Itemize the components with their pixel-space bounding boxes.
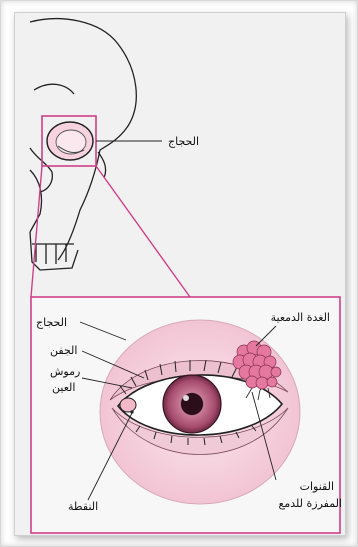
skull-orbit-inner	[56, 130, 86, 154]
label-eyelid: الجفن	[50, 344, 77, 357]
label-ducts-2: المفرزة للدمع	[279, 497, 343, 510]
label-orbit-top: الحجاج	[168, 135, 199, 148]
label-lacrimal-gland: الغدة الدمعية	[271, 311, 330, 324]
zoom-connector-left	[31, 166, 42, 297]
eye-illustration	[100, 320, 300, 504]
pupil-highlight	[183, 395, 189, 401]
label-eyelashes-2: العين	[52, 381, 75, 394]
label-ducts-1: القنوات	[300, 480, 334, 493]
zoom-connector-right	[96, 166, 190, 297]
label-punctum: النقطة	[68, 500, 98, 513]
caruncle	[120, 398, 136, 412]
label-eyelashes-1: رموش	[50, 365, 80, 378]
label-orbit: الحجاج	[36, 316, 67, 329]
